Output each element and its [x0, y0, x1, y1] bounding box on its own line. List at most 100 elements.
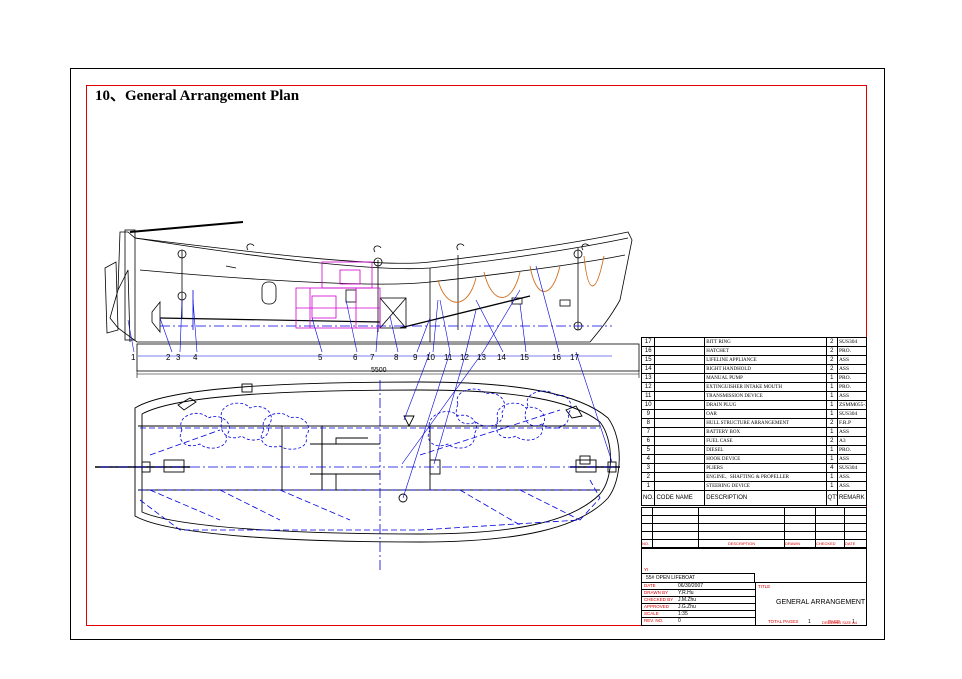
bom-remark: A3: [836, 436, 868, 446]
lifeline-ropes: [437, 255, 605, 303]
bom-code: [654, 391, 706, 401]
rev-drawn-header: DRAWN: [784, 539, 816, 548]
date-value: 06/30/2007: [678, 583, 704, 589]
callout-leaders: [127, 265, 613, 499]
checked-value: J.M.Zhu: [678, 597, 697, 603]
bom-description: BATTERY BOX: [704, 427, 827, 437]
bom-qty: 1: [825, 445, 838, 455]
bom-remark: ASS: [836, 364, 868, 374]
page-label: PAGE: [828, 619, 841, 624]
bom-qty: 1: [825, 481, 838, 491]
bom-header-code: CODE NAME: [654, 490, 706, 506]
bom-no: 12: [640, 382, 656, 392]
bom-header-qty: QTY.: [825, 490, 838, 506]
bom-remark: PRO.: [836, 445, 868, 455]
drawn-value: Y.R.Hu: [678, 590, 694, 596]
bom-description: EXTINGUISHER INTAKE MOUTH: [704, 382, 827, 392]
bom-qty: 1: [825, 409, 838, 419]
bom-code: [654, 427, 706, 437]
bom-code: [654, 337, 706, 347]
callout-17: 17: [570, 353, 579, 362]
rudder: [104, 261, 119, 334]
bom-remark: SUS304: [836, 463, 868, 473]
drawing-border: [86, 85, 867, 626]
bom-header-description: DESCRIPTION: [704, 490, 827, 506]
corner-mark: YI: [644, 567, 649, 572]
bom-description: HOOK DEVICE: [704, 454, 827, 464]
rev-description-header: DESCRIPTION: [698, 539, 785, 548]
bom-qty: 1: [825, 373, 838, 383]
bom-code: [654, 409, 706, 419]
bom-code: [654, 436, 706, 446]
checked-label: CHECKED BY: [644, 597, 674, 602]
bom-qty: 2: [825, 436, 838, 446]
approved-value: J.G.Zhu: [678, 604, 696, 610]
callout-5: 5: [318, 353, 323, 362]
callout-16: 16: [552, 353, 561, 362]
revision-table: NO. DESCRIPTION DRAWN CHECKED DATE: [641, 507, 867, 548]
callout-3: 3: [176, 353, 181, 362]
bom-remark: PRO.: [836, 373, 868, 383]
rev-checked-header: CHECKED: [815, 539, 845, 548]
bom-no: 3: [640, 463, 656, 473]
callout-8: 8: [394, 353, 399, 362]
bom-remark: ASS: [836, 427, 868, 437]
bom-description: DIESEL: [704, 445, 827, 455]
title-block: YI 55# OPEN LIFEBOAT TITLE GENERAL ARRAN…: [641, 548, 867, 626]
bom-no: 7: [640, 427, 656, 437]
bom-qty: 4: [825, 463, 838, 473]
bom-remark: PRO.: [836, 346, 868, 356]
callout-4: 4: [193, 353, 198, 362]
callout-7: 7: [370, 353, 375, 362]
bom-code: [654, 481, 706, 491]
bom-code: [654, 472, 706, 482]
bom-description: HATCHET: [704, 346, 827, 356]
bom-qty: 2: [825, 337, 838, 347]
callout-1: 1: [131, 353, 136, 362]
bom-description: DRAIN PLUG: [704, 400, 827, 410]
drawing-title: GENERAL ARRANGEMENT: [776, 599, 866, 606]
rev-no-header: NO.: [641, 539, 653, 548]
bom-code: [654, 445, 706, 455]
bom-no: 10: [640, 400, 656, 410]
rev-no-label: REV. NO.: [644, 618, 664, 623]
bom-remark: SUS304: [836, 409, 868, 419]
bom-description: BITT RING: [704, 337, 827, 347]
bom-remark: ASS: [836, 355, 868, 365]
bom-no: 6: [640, 436, 656, 446]
bom-code: [654, 463, 706, 473]
dimension-line: [136, 370, 640, 378]
bom-qty: 1: [825, 454, 838, 464]
callout-14: 14: [497, 353, 506, 362]
callout-9: 9: [413, 353, 418, 362]
bom-qty: 1: [825, 391, 838, 401]
bom-no: 11: [640, 391, 656, 401]
bom-no: 5: [640, 445, 656, 455]
plan-hull-outline: [134, 381, 620, 543]
scale-label: SCALE: [644, 611, 659, 616]
plan-blue-lines: [100, 380, 622, 570]
base-plate: [136, 343, 640, 372]
hull-outline: [109, 231, 633, 343]
engine-box: [281, 425, 323, 491]
bom-no: 1: [640, 481, 656, 491]
total-pages-label: TOTAL PAGES: [768, 619, 799, 624]
total-pages-value: 1: [808, 619, 811, 625]
bom-code: [654, 346, 706, 356]
title-label: TITLE: [758, 584, 771, 589]
bom-qty: 2: [825, 418, 838, 428]
bom-remark: ASS.: [836, 481, 868, 491]
bom-code: [654, 418, 706, 428]
bom-no: 2: [640, 472, 656, 482]
callout-11: 11: [444, 353, 453, 362]
callout-10: 10: [426, 353, 435, 362]
bom-code: [654, 355, 706, 365]
callout-12: 12: [460, 353, 469, 362]
